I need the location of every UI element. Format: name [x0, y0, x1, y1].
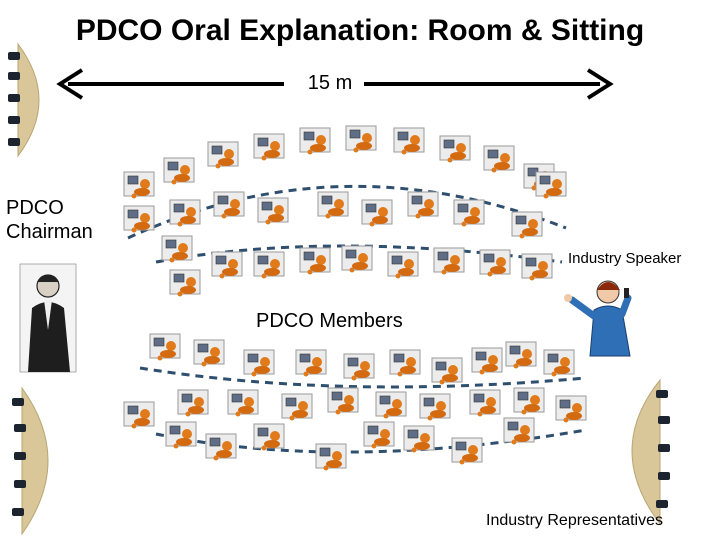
speaker-label: Industry Speaker — [568, 250, 682, 267]
chairman-label: PDCO Chairman — [6, 197, 93, 243]
member-row-1 — [123, 125, 555, 199]
table-top-left-icon — [8, 42, 40, 158]
table-bottom-left-icon — [12, 386, 49, 536]
representatives-label: Industry Representatives — [486, 512, 663, 529]
table-bottom-right-icon — [631, 378, 670, 526]
dimension-label: 15 m — [307, 72, 353, 94]
members-label: PDCO Members — [256, 310, 403, 332]
member-row-6 — [165, 417, 535, 471]
chairman-portrait-icon — [19, 263, 77, 373]
dimension-arrow — [56, 68, 614, 100]
slide-title: PDCO Oral Explanation: Room & Sitting — [75, 14, 645, 47]
speaker-with-microphone-icon — [564, 280, 632, 357]
